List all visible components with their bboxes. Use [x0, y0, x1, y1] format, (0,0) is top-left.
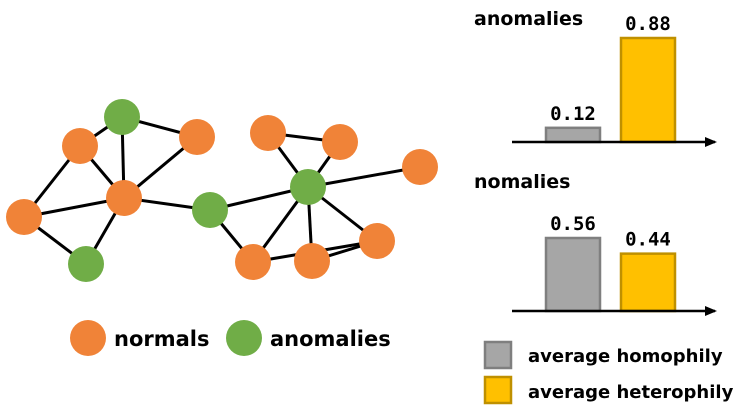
- bar-value-label-homophily: 0.56: [550, 213, 596, 235]
- normal-node: [179, 119, 215, 155]
- bar-legend: average homophily average heterophily: [483, 340, 734, 405]
- bar-homophily: [544, 236, 602, 313]
- normal-node: [402, 149, 438, 185]
- bar-value-label-homophily: 0.12: [550, 103, 596, 125]
- legend-heterophily-label: average heterophily: [528, 382, 734, 403]
- anomaly-node: [68, 246, 104, 282]
- normal-node: [6, 199, 42, 235]
- chart-title: anomalies: [474, 8, 583, 30]
- legend-heterophily-swatch-icon: [483, 375, 513, 405]
- bar-value-label-heterophily: 0.44: [625, 229, 671, 251]
- legend-homophily-label: average homophily: [528, 346, 723, 367]
- normal-node: [250, 115, 286, 151]
- legend-normals-label: normals: [114, 327, 209, 351]
- bar-heterophily: [619, 36, 677, 144]
- normal-node: [106, 180, 142, 216]
- anomaly-node: [290, 169, 326, 205]
- legend-anomaly-node-icon: [226, 320, 262, 356]
- legend-anomalies-label: anomalies: [270, 327, 391, 351]
- legend-homophily-swatch-icon: [483, 340, 513, 370]
- bar-value-label-heterophily: 0.88: [625, 13, 671, 35]
- bar-homophily: [544, 126, 602, 144]
- normal-node: [62, 128, 98, 164]
- anomalies-bar-chart: anomalies 0.12 0.88: [474, 8, 717, 147]
- legend-normal-node-icon: [70, 320, 106, 356]
- anomaly-node: [192, 192, 228, 228]
- graph-edge: [307, 165, 421, 189]
- normal-node: [359, 223, 395, 259]
- node-legend: normals anomalies: [70, 320, 391, 356]
- chart-title: nomalies: [474, 171, 570, 193]
- normal-node: [235, 244, 271, 280]
- graph-nodes: [6, 99, 438, 282]
- graph-network: [6, 99, 438, 282]
- normal-node: [294, 243, 330, 279]
- anomaly-node: [104, 99, 140, 135]
- nomalies-bar-chart: nomalies 0.56 0.44: [474, 171, 717, 316]
- bar-heterophily: [619, 252, 677, 313]
- normal-node: [322, 124, 358, 160]
